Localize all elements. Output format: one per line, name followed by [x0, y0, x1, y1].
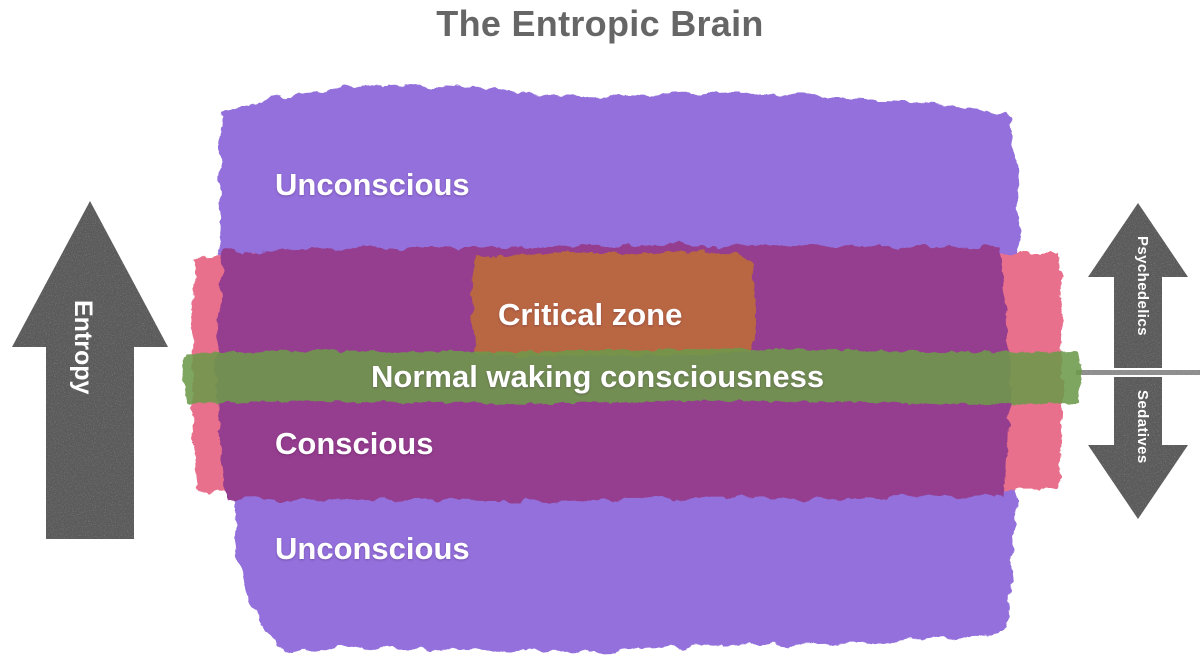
axis-label-sedatives: Sedatives: [1134, 390, 1151, 464]
zone-label-unconscious-top: Unconscious: [275, 167, 470, 202]
zone-label-critical-zone: Critical zone: [498, 297, 683, 332]
zone-normal-waking: [183, 348, 1081, 405]
axis-label-psychedelics: Psychedelics: [1134, 236, 1151, 336]
arrow-divider: [1076, 370, 1200, 375]
zone-critical: [471, 251, 755, 357]
zone-label-normal-waking-consciousness: Normal waking consciousness: [371, 359, 825, 394]
entropy-arrow: [12, 201, 168, 539]
zone-label-conscious: Conscious: [275, 426, 434, 461]
zone-label-unconscious-bottom: Unconscious: [275, 531, 470, 566]
page-title: The Entropic Brain: [436, 3, 764, 44]
axis-label-entropy: Entropy: [69, 300, 97, 395]
psychedelics-sedatives-arrow: [1076, 203, 1200, 519]
